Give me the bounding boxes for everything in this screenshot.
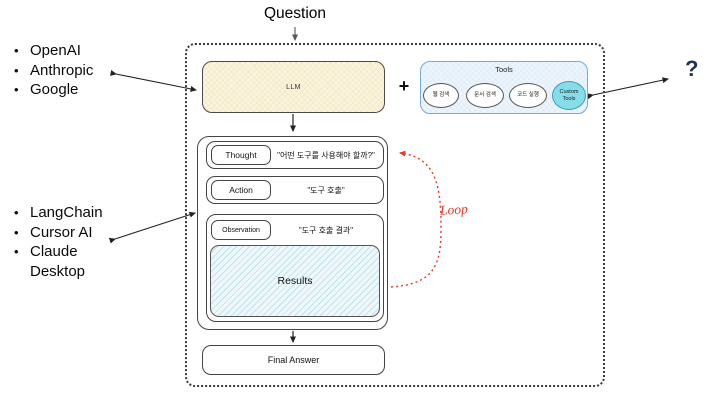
llm-label: LLM <box>286 83 301 91</box>
question-mark: ? <box>685 56 699 81</box>
final-answer-box: Final Answer <box>202 345 385 375</box>
list-item-claude-desktop: Claude Desktop <box>8 242 133 281</box>
action-label: Action <box>229 185 253 195</box>
list-item-anthropic: Anthropic <box>8 61 158 81</box>
tool-doc-search: 문서 검색 <box>466 83 504 108</box>
tool-web-search: 웹 검색 <box>423 83 459 108</box>
llm-box: LLM <box>202 61 385 113</box>
thought-value: "어떤 도구를 사용해야 할까?" <box>277 150 375 160</box>
tool-code-exec: 코드 실행 <box>509 83 547 108</box>
agent-frameworks-list: LangChain Cursor AI Claude Desktop <box>8 203 133 281</box>
action-pill: Action <box>211 180 271 200</box>
action-row: Action "도구 호출" <box>206 176 384 204</box>
observation-value: "도구 호출 결과" <box>298 225 354 235</box>
tool-label: 웹 검색 <box>432 92 450 99</box>
tool-custom-tools: Custom Tools <box>552 81 586 110</box>
agent-system-boundary <box>185 43 605 387</box>
list-item-langchain: LangChain <box>8 203 133 223</box>
tool-label: Custom Tools <box>559 88 579 102</box>
results-label: Results <box>277 275 313 287</box>
plus-sign: + <box>398 76 410 96</box>
thought-pill: Thought <box>211 145 271 165</box>
list-item-openai: OpenAI <box>8 41 158 61</box>
tool-label: 문서 검색 <box>474 92 496 99</box>
react-loop-container: Thought "어떤 도구를 사용해야 할까?" Action "도구 호출"… <box>197 136 388 330</box>
observation-pill: Observation <box>211 220 271 240</box>
final-answer-label: Final Answer <box>267 355 320 365</box>
tools-title: Tools <box>495 65 513 74</box>
action-value: "도구 호출" <box>307 185 345 195</box>
observation-block: Observation "도구 호출 결과" Results <box>206 214 384 322</box>
tool-label: 코드 실행 <box>517 92 539 99</box>
thought-row: Thought "어떤 도구를 사용해야 할까?" <box>206 141 384 169</box>
list-item-google: Google <box>8 80 158 100</box>
thought-label: Thought <box>225 150 257 160</box>
loop-label: Loop <box>439 201 469 218</box>
llm-providers-list: OpenAI Anthropic Google <box>8 41 158 100</box>
list-item-cursor-ai: Cursor AI <box>8 223 133 243</box>
results-box: Results <box>210 245 380 317</box>
tools-box: Tools 웹 검색 문서 검색 코드 실행 Custom Tools <box>420 61 588 114</box>
question-label: Question <box>263 5 327 22</box>
observation-label: Observation <box>222 226 260 234</box>
